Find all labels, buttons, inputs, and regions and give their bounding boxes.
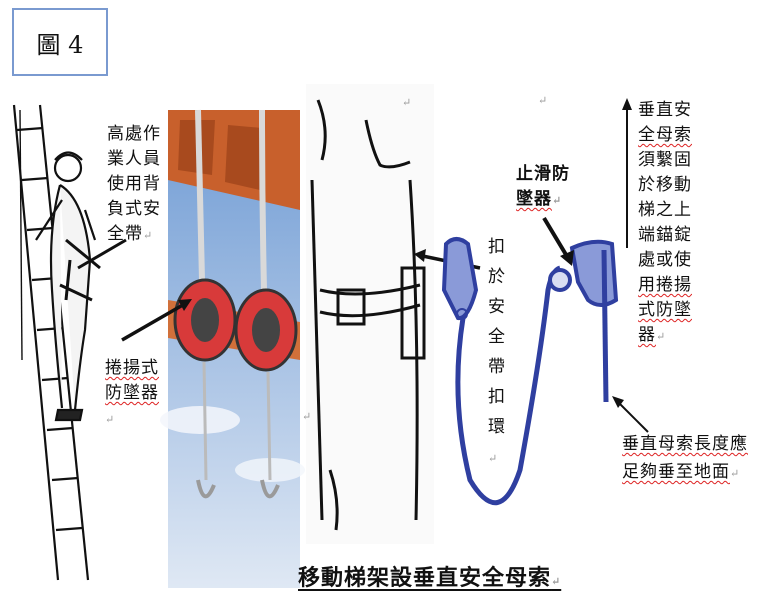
worker-label: 高處作 業人員 使用背 負式安 全帶↵: [107, 122, 171, 248]
paragraph-mark: ↵: [302, 410, 312, 423]
lifeline-label-line: 用捲揚: [638, 275, 692, 295]
clip-label-char: 扣: [488, 237, 506, 257]
retractable-label-line: 防墜器↵: [105, 383, 159, 426]
clip-label-char: 扣: [488, 387, 506, 407]
clip-label: 扣 於 安 全 帶 扣 環↵: [488, 232, 510, 474]
lifeline-label-line: 器↵: [638, 325, 667, 345]
worker-label-line: 全帶↵: [107, 224, 154, 244]
paragraph-mark: ↵: [551, 575, 562, 588]
clip-label-char: 全: [488, 327, 506, 347]
figure-label-box: 圖 4: [12, 8, 108, 76]
length-label-line: 足夠垂至地面↵: [622, 462, 741, 482]
lifeline-label-line: 於移動: [638, 175, 692, 195]
lifeline-label-line: 須繫固: [638, 150, 692, 170]
lifeline-label-line: 全母索: [638, 125, 692, 145]
worker-label-line: 高處作: [107, 124, 161, 144]
antislip-label-line: 墜器↵: [516, 189, 563, 209]
clip-label-char: 於: [488, 267, 506, 287]
worker-label-line: 業人員: [107, 149, 161, 169]
figure-caption: 移動梯架設垂直安全母索↵: [298, 560, 561, 592]
lifeline-label-line: 垂直安: [638, 100, 692, 120]
figure-caption-text: 移動梯架設垂直安全母索: [298, 565, 552, 591]
lifeline-label-line: 梯之上: [638, 200, 692, 220]
figure-label: 圖 4: [36, 30, 84, 59]
paragraph-mark: ↵: [538, 94, 548, 107]
lifeline-label-line: 式防墜: [638, 300, 692, 320]
antislip-label-line: 止滑防: [516, 164, 570, 184]
length-label-line: 垂直母索長度應: [622, 434, 748, 454]
clip-label-char: 安: [488, 297, 506, 317]
retractable-label-line: 捲揚式: [105, 358, 159, 378]
worker-label-line: 使用背: [107, 174, 161, 194]
paragraph-mark: ↵: [402, 96, 412, 109]
lifeline-label-line: 處或使: [638, 250, 692, 270]
clip-label-char: 帶: [488, 357, 506, 377]
lifeline-label: 垂直安 全母索 須繫固 於移動 梯之上 端錨錠 處或使 用捲揚 式防墜 器↵: [638, 98, 708, 349]
lifeline-label-line: 端錨錠: [638, 225, 692, 245]
length-label: 垂直母索長度應 足夠垂至地面↵: [622, 430, 762, 488]
antislip-label: 止滑防 墜器↵: [516, 162, 590, 213]
worker-label-line: 負式安: [107, 199, 161, 219]
clip-label-char: 環↵: [488, 417, 506, 465]
retractable-label: 捲揚式 防墜器↵: [105, 356, 169, 432]
